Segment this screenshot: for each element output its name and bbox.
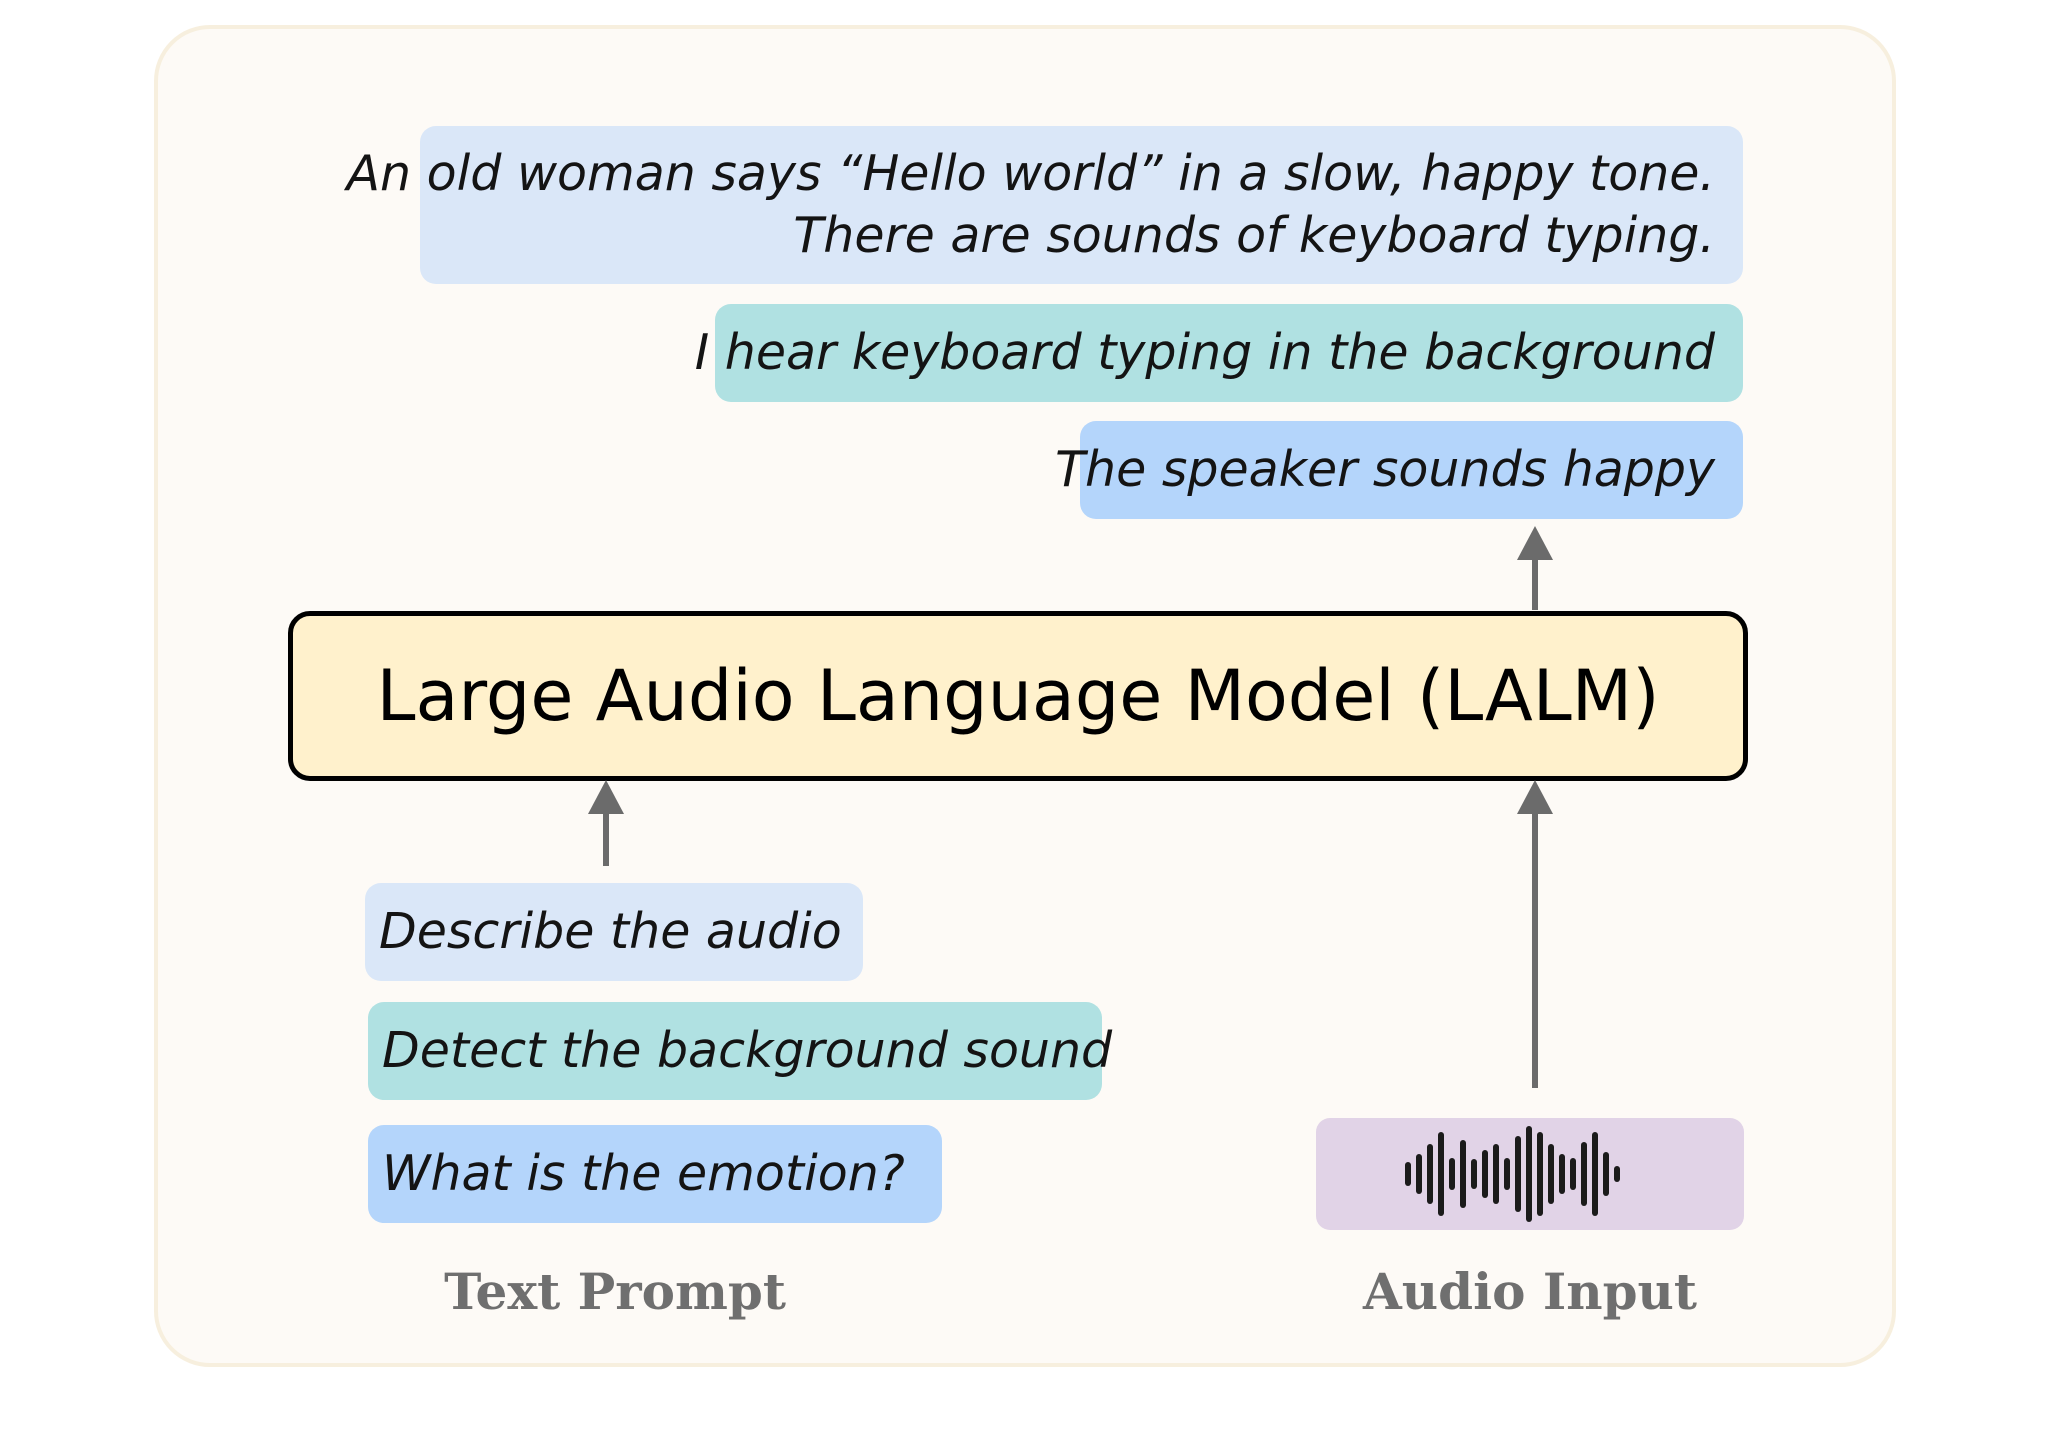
prompt-background-bubble: Detect the background sound xyxy=(368,1002,1112,1100)
lalm-model-box: Large Audio Language Model (LALM) xyxy=(288,611,1748,781)
output-description-line-1: An old woman says “Hello world” in a slo… xyxy=(346,145,1715,202)
output-background-bubble: I hear keyboard typing in the background xyxy=(695,304,1743,402)
audio-input-box xyxy=(1316,1118,1744,1230)
prompt-describe-bubble: Describe the audio xyxy=(365,883,863,981)
output-description-bubble: An old woman says “Hello world” in a slo… xyxy=(347,126,1743,284)
prompt-emotion-bubble: What is the emotion? xyxy=(368,1125,942,1223)
text-prompt-caption: Text Prompt xyxy=(444,1262,786,1321)
output-emotion-text: The speaker sounds happy xyxy=(1055,441,1715,498)
prompt-emotion-text: What is the emotion? xyxy=(382,1145,905,1202)
waveform-icon xyxy=(1405,1126,1620,1222)
output-background-text: I hear keyboard typing in the background xyxy=(694,324,1715,381)
lalm-model-label: Large Audio Language Model (LALM) xyxy=(376,655,1660,737)
prompt-describe-text: Describe the audio xyxy=(379,903,842,960)
audio-input-caption: Audio Input xyxy=(1362,1262,1697,1321)
prompt-background-text: Detect the background sound xyxy=(382,1022,1113,1079)
output-emotion-bubble: The speaker sounds happy xyxy=(1055,421,1743,519)
output-description-line-2: There are sounds of keyboard typing. xyxy=(793,207,1715,264)
